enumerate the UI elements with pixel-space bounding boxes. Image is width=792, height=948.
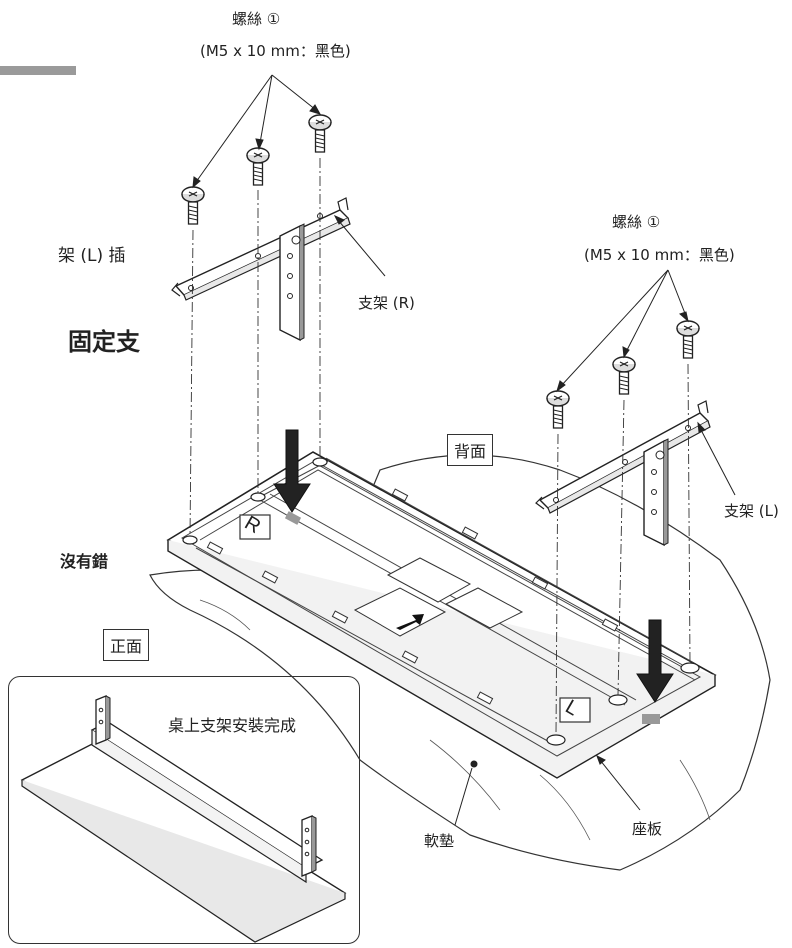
- stand-r: [171, 197, 351, 342]
- left-text-line3: 沒有錯: [60, 552, 109, 571]
- front-label: 正面: [103, 629, 150, 661]
- inset-box: [8, 676, 360, 944]
- inset-caption: 桌上支架安裝完成: [168, 716, 297, 735]
- screw-top-spec: (M5 x 10 mm：黑色): [200, 42, 351, 60]
- stand-r-label: 支架 (R): [358, 294, 415, 312]
- back-label: 背面: [447, 434, 494, 466]
- inset-illustration: [20, 695, 347, 943]
- base-label: 座板: [632, 820, 663, 838]
- left-text-line1: 架 (L) 插: [58, 246, 126, 266]
- left-text-line2: 固定支: [68, 328, 140, 356]
- screw-right-name: 螺絲 ①: [612, 213, 661, 231]
- cushion-label: 軟墊: [424, 832, 455, 850]
- stand-l-label: 支架 (L): [724, 502, 779, 520]
- screw-right-spec: (M5 x 10 mm：黑色): [584, 246, 735, 264]
- section-bar: [0, 66, 76, 75]
- screw-top-name: 螺絲 ①: [232, 10, 281, 28]
